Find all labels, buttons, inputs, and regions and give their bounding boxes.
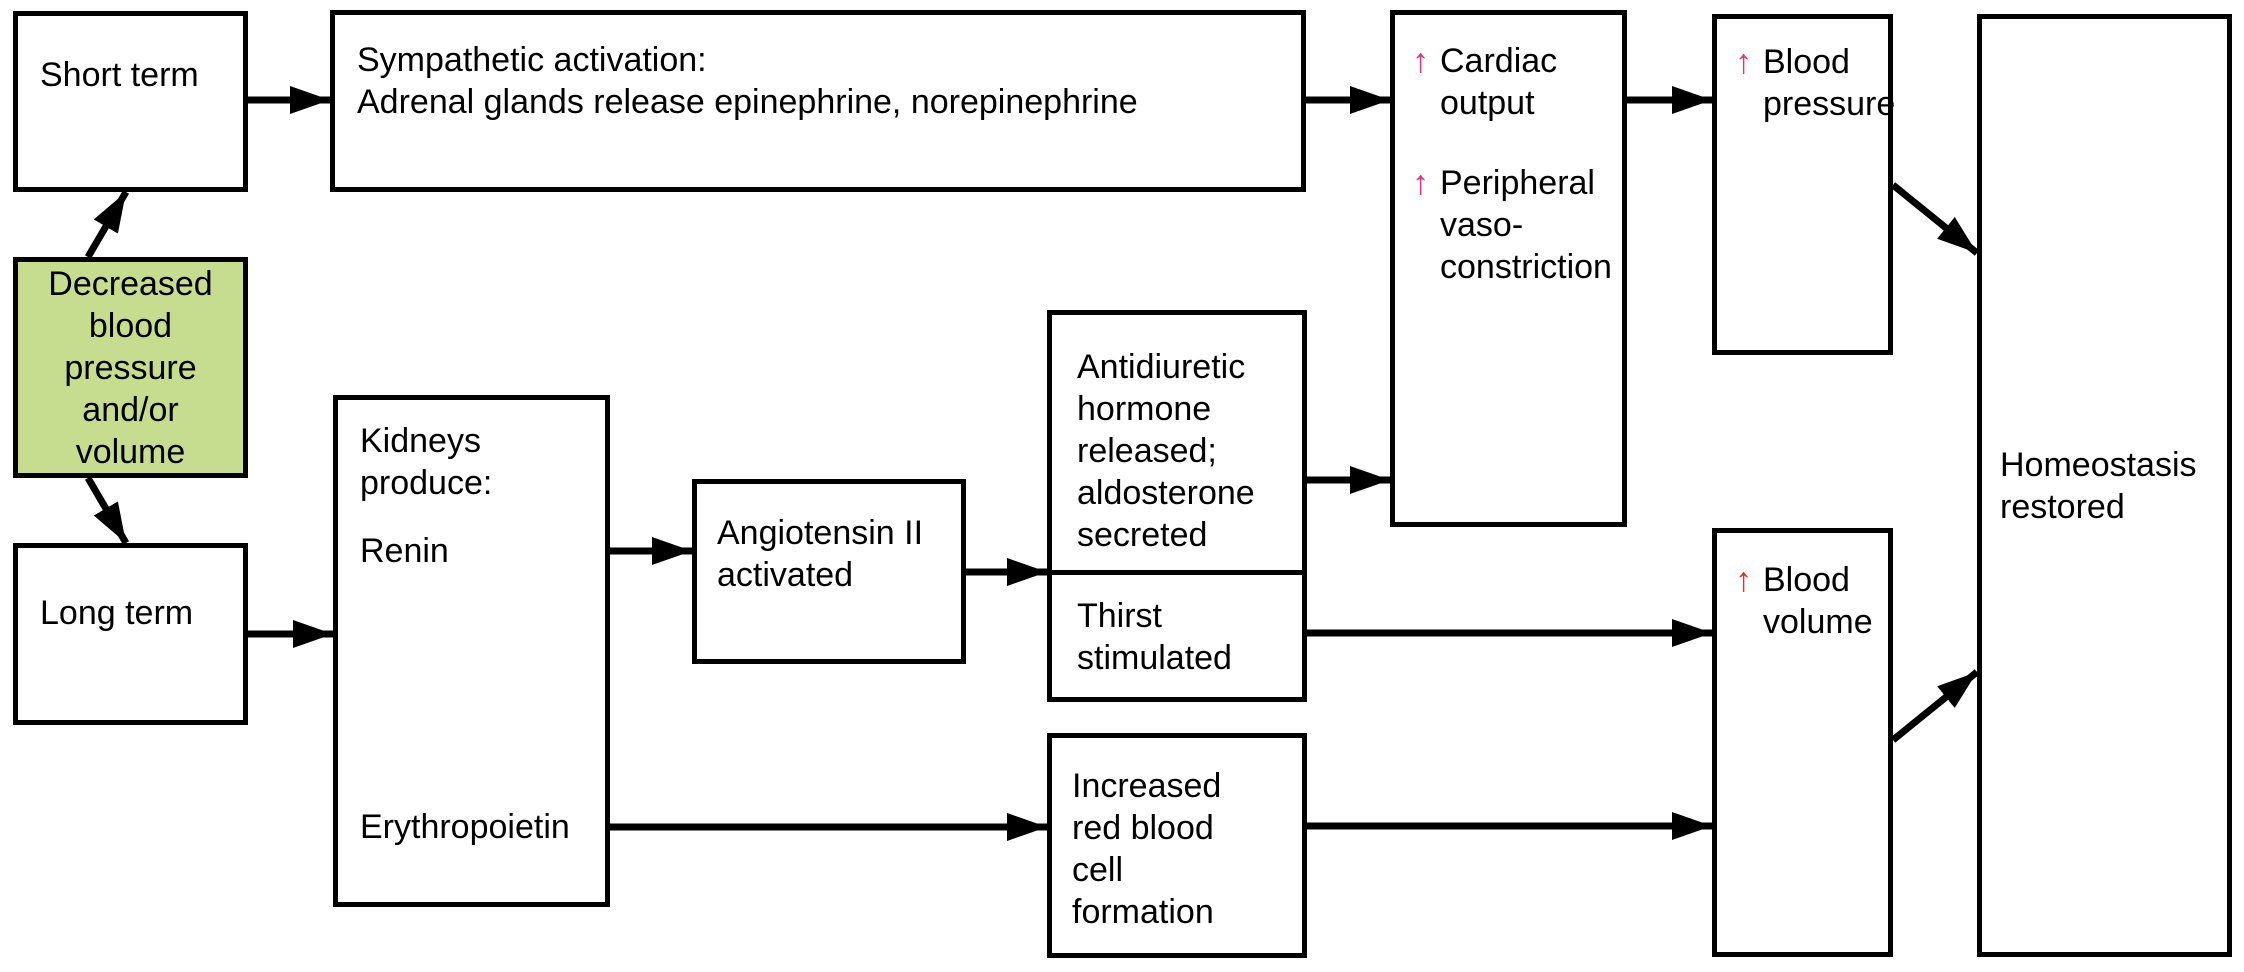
node-sympathetic-activation: Sympathetic activation: Adrenal glands r… [330,10,1306,192]
node-short-term: Short term [13,11,248,192]
node-adh-thirst: Antidiuretic hormone released; aldostero… [1047,310,1307,702]
adh-label: Antidiuretic hormone released; aldostero… [1077,348,1255,554]
blood-volume-label: Blood volume [1763,561,1873,641]
node-long-term: Long term [13,543,248,725]
angiotensin-label: Angiotensin II activated [717,514,924,594]
up-arrow-icon: ↑ [1735,561,1752,599]
blood-volume-item: ↑ Blood volume [1735,559,1873,643]
node-decreased-bp: Decreased blood pressure and/or volume [13,257,248,478]
node-kidneys: Kidneys produce: Renin Erythropoietin [333,395,610,907]
blood-pressure-item: ↑ Blood pressure [1735,41,1895,125]
homeostasis-restored-label: Homeostasis restored [2000,445,2197,526]
cardiac-output-label: Cardiac output [1440,42,1558,122]
kidneys-erythropoietin-label: Erythropoietin [360,808,570,846]
up-arrow-icon: ↑ [1735,43,1752,81]
increased-rbc-formation-label: Increased red blood cell formation [1072,767,1222,931]
adh-cell: Antidiuretic hormone released; aldostero… [1052,315,1302,570]
long-term-label: Long term [40,594,194,632]
up-arrow-icon: ↑ [1412,164,1429,202]
edge-decreased-bp-to-long-term [84,476,130,545]
node-increased-rbc-formation: Increased red blood cell formation [1047,733,1307,958]
thirst-cell: Thirst stimulated [1052,575,1302,697]
node-cardiac-output: ↑ Cardiac output ↑ Peripheral vaso- cons… [1390,10,1627,527]
edge-blood-volume-to-homeostasis [1890,669,1980,743]
kidneys-renin-label: Renin [360,532,449,570]
peripheral-vasoconstriction-label: Peripheral vaso- constriction [1440,164,1612,286]
short-term-label: Short term [40,56,199,94]
kidneys-title: Kidneys produce: [360,422,493,502]
sympathetic-activation-label: Sympathetic activation: Adrenal glands r… [357,41,1138,121]
up-arrow-icon: ↑ [1412,42,1429,80]
decreased-bp-label: Decreased blood pressure and/or volume [48,264,213,471]
thirst-label: Thirst stimulated [1077,597,1232,677]
cardiac-output-item: ↑ Cardiac output [1412,40,1557,124]
node-blood-volume: ↑ Blood volume [1712,528,1893,957]
node-blood-pressure: ↑ Blood pressure [1712,14,1895,355]
peripheral-vasoconstriction-item: ↑ Peripheral vaso- constriction [1412,162,1612,288]
blood-pressure-label: Blood pressure [1763,43,1896,123]
edge-decreased-bp-to-short-term [84,190,130,259]
node-angiotensin: Angiotensin II activated [692,479,966,664]
node-homeostasis-restored: Homeostasis restored [1977,14,2232,957]
divider-line [1052,570,1302,575]
edge-blood-pressure-to-homeostasis [1890,182,1980,256]
